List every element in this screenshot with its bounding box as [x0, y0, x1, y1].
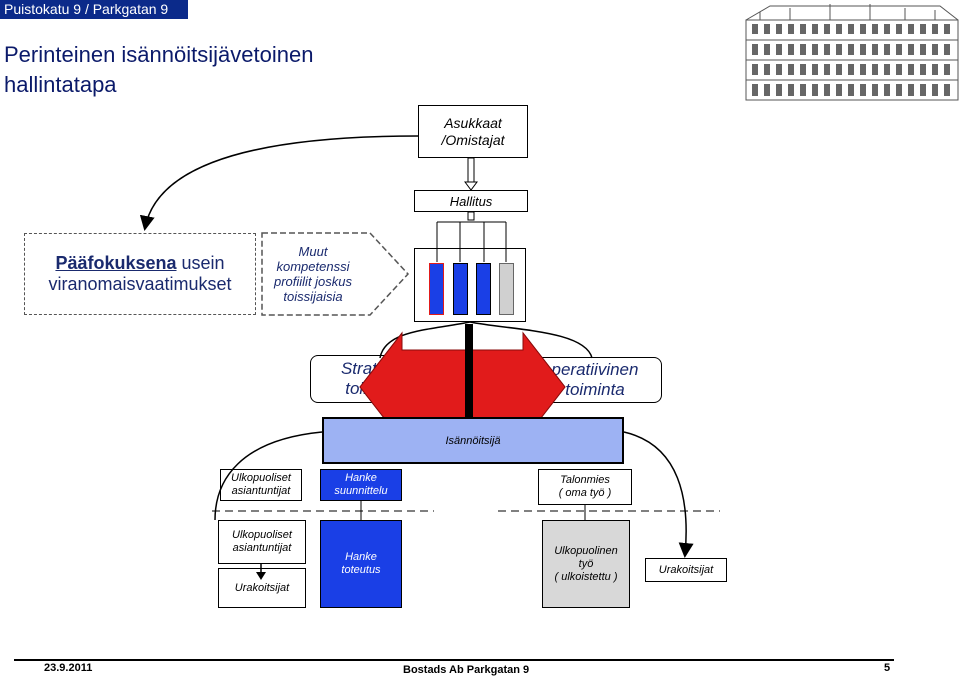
- asukkaat-box: Asukkaat /Omistajat: [418, 105, 528, 158]
- isannoitsija-box: Isännöitsijä: [322, 417, 624, 464]
- footer-date: 23.9.2011: [44, 662, 93, 674]
- asukkaat-line1: Asukkaat: [444, 114, 502, 131]
- member-bar-1: [429, 263, 444, 315]
- urakoitsijat-1-label: Urakoitsijat: [234, 581, 290, 594]
- hanke-suunnittelu-line1: Hanke: [345, 472, 377, 484]
- ulkopuolinen-tyo-line2: työ: [578, 557, 594, 570]
- hallitus-members-box: [414, 248, 526, 322]
- ulko-asiantuntijat-1-box: Ulkopuoliset asiantuntijat: [220, 469, 302, 501]
- strateginen-line2: toiminta: [345, 379, 405, 398]
- ulkopuolinen-tyo-box: Ulkopuolinen työ ( ulkoistettu ): [542, 520, 630, 608]
- asukkaat-line2: /Omistajat: [441, 131, 505, 148]
- muut-line2: kompetenssi: [276, 259, 350, 274]
- muut-line4: toissijaisia: [283, 289, 343, 304]
- talonmies-box: Talonmies ( oma työ ): [538, 469, 632, 505]
- urakoitsijat-2-box: Urakoitsijat: [645, 558, 727, 582]
- ulkopuolinen-tyo-line3: ( ulkoistettu ): [554, 570, 618, 583]
- strateginen-box: Strategin toiminta: [310, 355, 440, 403]
- ulko-asiantuntijat-2-box: Ulkopuoliset asiantuntijat: [218, 520, 306, 564]
- paafokus-line2: viranomaisvaatimukset: [48, 274, 232, 294]
- member-bar-4: [499, 263, 514, 315]
- paafokus-rest: usein: [176, 253, 225, 273]
- paafokus-box: Pääfokuksena usein viranomaisvaatimukset: [24, 233, 256, 315]
- ulko-asiantuntijat-1-line1: Ulkopuoliset: [231, 472, 291, 484]
- page-title: Perinteinen isännöitsijävetoinen hallint…: [4, 40, 424, 100]
- header-title: Puistokatu 9 / Parkgatan 9: [0, 0, 188, 19]
- footer-page-number: 5: [884, 662, 891, 674]
- ulkopuolinen-tyo-line1: Ulkopuolinen: [554, 544, 618, 557]
- page-title-line1: Perinteinen isännöitsijävetoinen: [4, 42, 314, 67]
- hanke-toteutus-line1: Hanke: [345, 551, 377, 563]
- member-bar-3: [476, 263, 491, 315]
- page-title-line2: hallintatapa: [4, 72, 117, 97]
- footer-company: Bostads Ab Parkgatan 9: [403, 664, 530, 676]
- talonmies-line2: ( oma työ ): [558, 487, 612, 499]
- footer-divider: [14, 659, 894, 661]
- isannoitsija-label: Isännöitsijä: [445, 434, 501, 447]
- muut-box: Muut kompetenssi profiilit joskus toissi…: [262, 236, 364, 312]
- urakoitsijat-2-label: Urakoitsijat: [658, 563, 714, 576]
- ulko-asiantuntijat-2-line2: asiantuntijat: [232, 542, 292, 554]
- operatiivinen-line2: toiminta: [565, 380, 625, 399]
- muut-line1: Muut: [298, 244, 328, 259]
- operatiivinen-box: peratiivinen toiminta: [528, 357, 662, 403]
- hanke-toteutus-line2: toteutus: [341, 564, 381, 576]
- hanke-toteutus-box: Hanke toteutus: [320, 520, 402, 608]
- member-bar-2: [453, 263, 468, 315]
- hanke-suunnittelu-box: Hanke suunnittelu: [320, 469, 402, 501]
- hallitus-label: Hallitus: [449, 193, 493, 209]
- talonmies-line1: Talonmies: [560, 474, 610, 486]
- ulko-asiantuntijat-1-line2: asiantuntijat: [231, 485, 291, 497]
- ulko-asiantuntijat-2-line1: Ulkopuoliset: [232, 529, 292, 541]
- strateginen-line1: Strategin: [340, 359, 410, 378]
- operatiivinen-line1: peratiivinen: [551, 360, 639, 379]
- muut-line3: profiilit joskus: [273, 274, 353, 289]
- urakoitsijat-1-box: Urakoitsijat: [218, 568, 306, 608]
- hanke-suunnittelu-line2: suunnittelu: [334, 485, 388, 497]
- hallitus-box: Hallitus: [414, 190, 528, 212]
- paafokus-bold: Pääfokuksena: [55, 253, 177, 273]
